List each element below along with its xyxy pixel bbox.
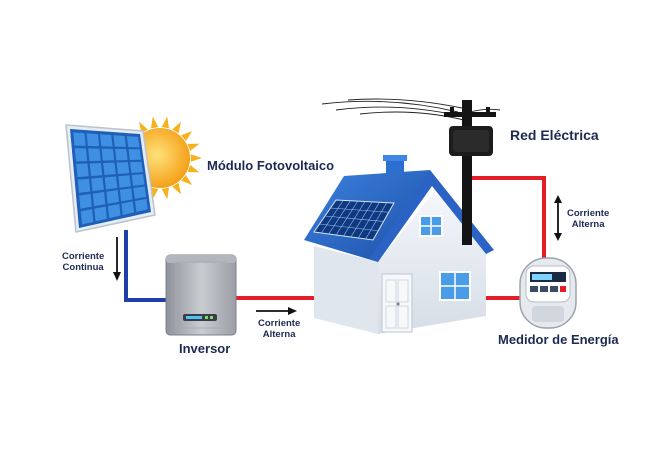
energy-meter-icon — [519, 257, 577, 329]
solar-cell — [131, 174, 145, 186]
solar-cell — [101, 148, 115, 161]
solar-cell — [133, 186, 147, 199]
house-icon — [304, 155, 494, 334]
solar-cell — [128, 149, 142, 160]
ac-current-inverter-label: Corriente Alterna — [258, 318, 300, 340]
meter-label: Medidor de Energía — [498, 332, 619, 347]
ac-current-inverter-label-line2: Alterna — [262, 329, 296, 340]
sun-ray — [181, 174, 193, 185]
solar-cell — [104, 176, 118, 190]
dc-wire — [124, 230, 166, 302]
solar-cell — [103, 162, 116, 176]
utility-pole-icon — [321, 98, 501, 245]
solar-cell — [107, 203, 121, 219]
sun-ray — [151, 116, 159, 129]
solar-cell — [113, 135, 127, 147]
solar-cell — [116, 162, 130, 175]
dc-current-label: Corriente Continua — [62, 251, 104, 273]
ac-current-grid-label: Corriente Alterna — [567, 208, 609, 230]
roof-panel-gridline — [330, 207, 389, 213]
sun-ray — [161, 187, 169, 200]
solar-cell — [92, 192, 106, 207]
ac-wire-grid-meter — [472, 176, 546, 262]
solar-cell — [77, 178, 91, 193]
ac-current-grid-label-line2: Alterna — [571, 219, 605, 230]
dc-current-label-line2: Continua — [62, 262, 104, 273]
inverter-icon — [165, 254, 237, 336]
roof-panel-gridline — [324, 215, 384, 222]
dc-current-label-line1: Corriente — [62, 251, 105, 262]
solar-cell — [106, 190, 119, 204]
sun-ray — [172, 121, 181, 134]
solar-cell — [99, 134, 113, 147]
sun-ray — [172, 182, 181, 195]
solar-cell — [74, 148, 88, 162]
solar-cell — [119, 188, 133, 202]
sun-ray — [187, 143, 200, 151]
sun-ray — [187, 165, 200, 173]
solar-cell — [86, 133, 100, 147]
solar-cell — [130, 161, 143, 173]
dc-arrow-icon — [113, 237, 121, 281]
solar-cell — [91, 177, 104, 192]
solar-cell — [121, 201, 135, 216]
solar-cell — [73, 132, 86, 146]
solar-cell — [88, 148, 101, 162]
ac-current-inverter-label-line1: Corriente — [258, 318, 301, 329]
solar-cell — [80, 209, 94, 225]
solar-cell — [134, 198, 148, 212]
pv-module-label: Módulo Fotovoltaico — [207, 158, 335, 173]
solar-panel-icon — [65, 124, 156, 233]
solar-cell — [76, 163, 89, 178]
grid-arrow-icon — [554, 195, 562, 241]
inverter-label: Inversor — [179, 341, 231, 356]
solar-cell — [118, 175, 131, 188]
sun-ray — [161, 116, 169, 129]
ac-arrow-icon — [256, 307, 297, 315]
roof-panel-gridline — [319, 223, 379, 232]
solar-cell — [79, 193, 92, 209]
sun-ray — [190, 154, 202, 162]
solar-cell — [89, 163, 103, 177]
solar-cell — [94, 206, 107, 222]
ac-current-grid-label-line1: Corriente — [567, 208, 610, 219]
grid-label: Red Eléctrica — [510, 127, 599, 143]
sun-ray — [181, 131, 193, 142]
solar-cell — [115, 148, 128, 161]
solar-cell — [126, 136, 140, 148]
